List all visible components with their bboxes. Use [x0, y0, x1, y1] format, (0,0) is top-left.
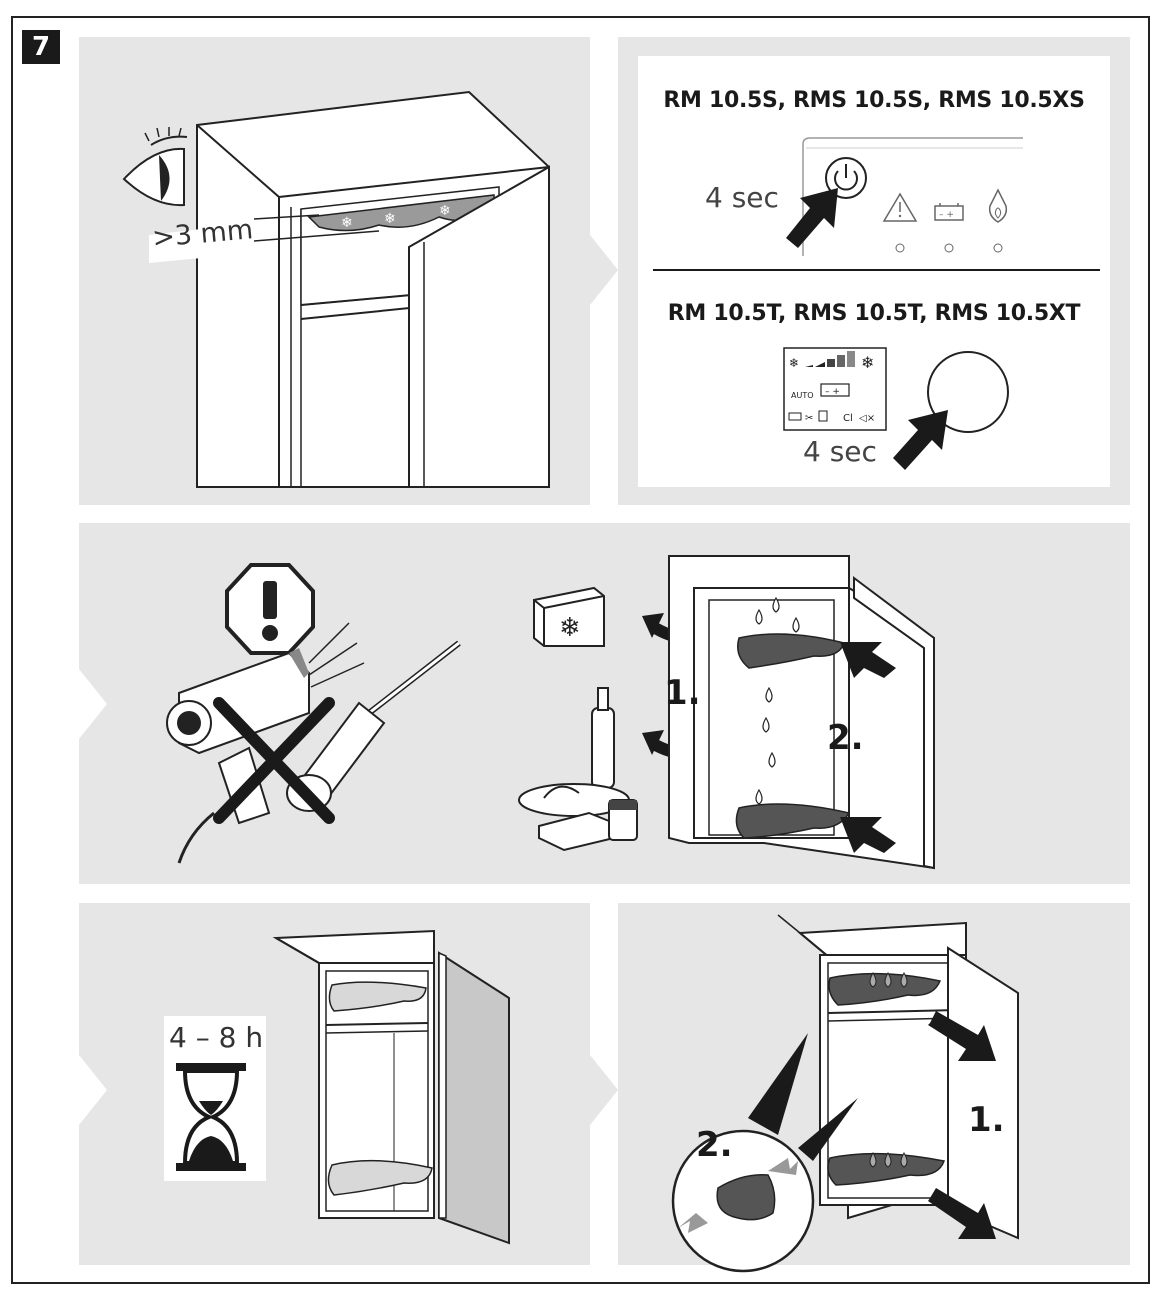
- panel-check-frost: ❄ ❄ ❄ >3 mm: [79, 37, 590, 505]
- press-arrow-icon: [786, 188, 838, 248]
- water-drops: [869, 972, 908, 1168]
- flow-arrow-1: [590, 235, 618, 305]
- wipe-detail-circle: [671, 1129, 815, 1273]
- power-button-icon: [825, 157, 867, 199]
- model-group-t-title: RM 10.5T, RMS 10.5T, RMS 10.5XT: [667, 301, 1081, 326]
- towel-icon: [327, 1159, 433, 1196]
- flow-arrow-2: [79, 669, 107, 739]
- wet-towel-icon: [828, 972, 942, 1006]
- eye-icon: [122, 127, 188, 207]
- bottle-icon: [591, 687, 615, 789]
- step-1-label: 1.: [968, 1100, 1005, 1140]
- remove-towel-arrow-icon: [928, 1011, 996, 1061]
- remove-towel-arrow-icon: [928, 1188, 996, 1239]
- panel-switch-off: RM 10.5S, RMS 10.5S, RMS 10.5XS: [618, 37, 1130, 505]
- panel-empty-fridge: ❄: [79, 523, 1130, 884]
- flow-arrow-4: [590, 1055, 618, 1125]
- step-2-label: 2.: [827, 718, 864, 758]
- panel-clean-fridge: 1. 2.: [590, 903, 1130, 1273]
- wet-towel-icon: [827, 1152, 945, 1186]
- step-1-label: 1.: [664, 673, 701, 713]
- fridge-defrosting-illustration: [272, 929, 510, 1245]
- fridge-cleaning-illustration: [671, 914, 1019, 1273]
- panel-wait-defrost: 4 – 8 h: [79, 903, 590, 1265]
- hold-time-t-label: 4 sec: [803, 435, 877, 468]
- control-knob: [893, 351, 1009, 470]
- snowflake-icon: ❄: [384, 211, 396, 227]
- svg-text:❄: ❄: [559, 613, 581, 643]
- food-plate-icon: [518, 783, 638, 852]
- figure-frame: [11, 16, 1150, 1284]
- wait-duration-label: 4 – 8 h: [169, 1021, 264, 1054]
- hold-time-s-label: 4 sec: [705, 181, 779, 214]
- svg-text:– +: – +: [939, 210, 954, 220]
- empty-fridge-illustration: ❄: [518, 555, 935, 870]
- control-panel-s: – +: [786, 137, 1023, 256]
- step-number-badge: 7: [22, 30, 60, 64]
- cloth-icon: [716, 1174, 776, 1221]
- towel-icon: [328, 981, 427, 1012]
- battery-level-icon: [788, 412, 802, 421]
- gas-flame-icon: [988, 188, 1008, 253]
- battery-icon: – +: [820, 383, 850, 397]
- lcd-auto-label: AUTO: [791, 391, 814, 400]
- battery-icon: – +: [934, 203, 964, 253]
- fan-icon: ✂: [805, 413, 813, 424]
- model-divider: [653, 269, 1100, 271]
- cl-icon: Cl: [843, 413, 853, 424]
- prohibited-x-icon: [213, 697, 335, 824]
- snowflake-large-icon: ❄: [861, 353, 874, 372]
- snowflake-icon: ❄: [439, 203, 451, 219]
- water-drops: [755, 596, 800, 805]
- model-group-s-title: RM 10.5S, RMS 10.5S, RMS 10.5XS: [663, 88, 1085, 113]
- towel-icon: [735, 803, 851, 839]
- warning-icon: [882, 192, 918, 253]
- snowflake-icon: ❄: [341, 215, 353, 231]
- flow-arrow-3: [79, 1055, 107, 1125]
- press-arrow-icon: [893, 410, 948, 470]
- hourglass-icon: [176, 1063, 246, 1171]
- door-icon: [818, 410, 828, 422]
- lcd-display: ❄ ❄ – + ✂ Cl ◁×: [783, 347, 887, 431]
- warning-octagon-icon: [225, 563, 315, 655]
- switch-off-card: RM 10.5S, RMS 10.5S, RMS 10.5XS: [638, 56, 1110, 487]
- fridge-frost-illustration: ❄ ❄ ❄: [122, 90, 550, 488]
- towel-icon: [737, 633, 845, 669]
- mute-icon: ◁×: [859, 413, 875, 424]
- frozen-food-box-icon: ❄: [533, 586, 605, 647]
- insert-towel-arrow-icon: [840, 642, 896, 678]
- snowflake-small-icon: ❄: [789, 356, 799, 370]
- step-2-label: 2.: [696, 1125, 733, 1165]
- no-heat-tools-illustration: [166, 563, 461, 864]
- svg-text:– +: – +: [825, 387, 840, 397]
- insert-towel-arrow-icon: [840, 817, 896, 853]
